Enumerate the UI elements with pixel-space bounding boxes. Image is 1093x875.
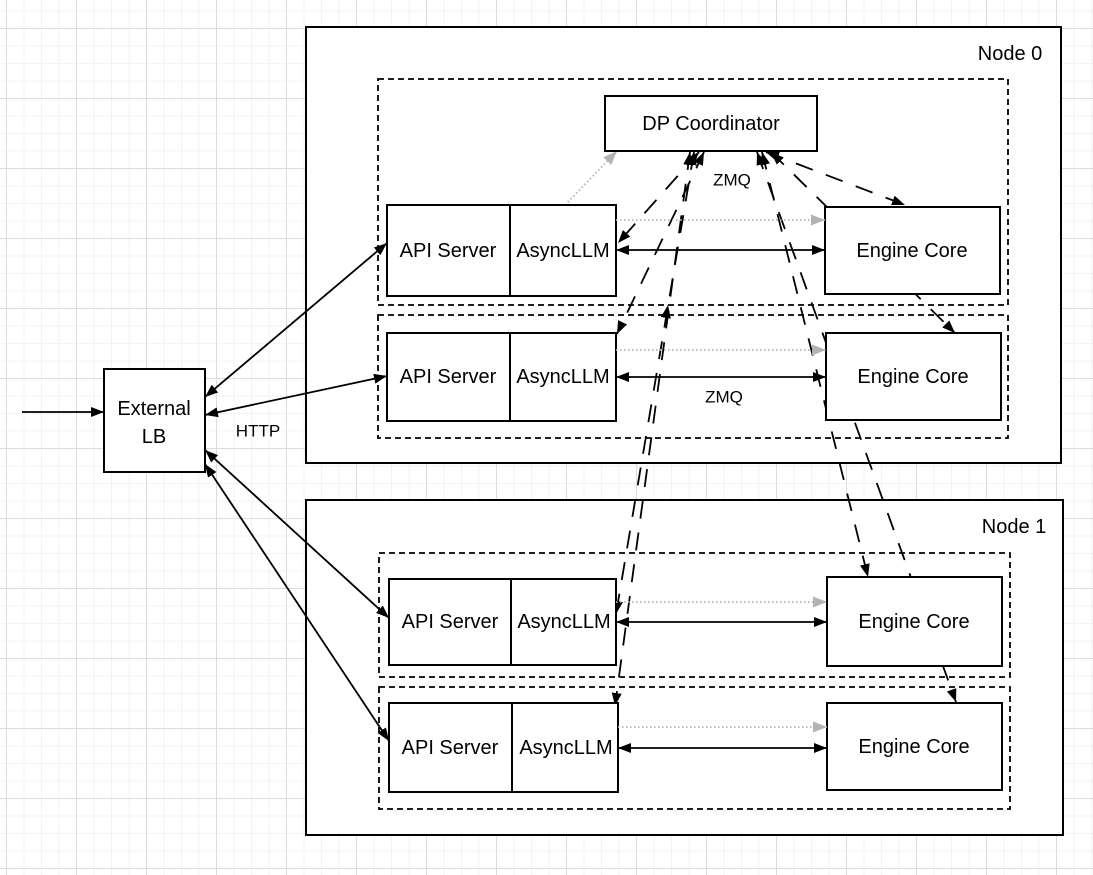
dotted-asyncllm-coordinator — [564, 150, 618, 206]
http-label: HTTP — [236, 422, 280, 441]
api-server-label-n0r2: API Server — [400, 366, 497, 388]
arrow-lb-api-n1r2 — [204, 463, 390, 742]
node0-label: Node 0 — [978, 43, 1043, 65]
api-server-asyncllm-rect — [386, 332, 617, 422]
api-asyncllm-box-n1r1 — [388, 578, 617, 666]
zmq-label-top: ZMQ — [713, 171, 751, 190]
node1-label: Node 1 — [982, 516, 1047, 538]
api-server-asyncllm-rect — [386, 204, 617, 297]
asyncllm-label-n1r2: AsyncLLM — [519, 737, 612, 759]
engine-core-box-n1r2 — [826, 702, 1003, 791]
asyncllm-label-n1r1: AsyncLLM — [517, 611, 610, 633]
engine-core-label-n0r1: Engine Core — [856, 240, 967, 262]
engine-core-label-n1r2: Engine Core — [858, 736, 969, 758]
dp-coordinator-box — [604, 95, 818, 152]
dashed-coordinator-asyncllm-n1r2 — [611, 151, 694, 707]
engine-core-label-n1r1: Engine Core — [858, 611, 969, 633]
arrow-lb-api-n0r1 — [204, 242, 388, 398]
api-asyncllm-box-n1r2 — [388, 702, 619, 793]
arrow-lb-api-n0r2 — [204, 373, 388, 418]
dashed-group-node1-row2 — [378, 686, 1011, 810]
dashed-mid-arrowhead — [660, 305, 671, 319]
api-server-label-n0r1: API Server — [400, 240, 497, 262]
external-lb-label-line2: LB — [142, 426, 166, 448]
api-asyncllm-box-n0r1 — [386, 204, 617, 297]
external-lb-label-line1: External — [117, 398, 190, 420]
zmq-label-bottom: ZMQ — [705, 388, 743, 407]
engine-core-box-n0r2 — [825, 332, 1002, 421]
engine-core-box-n0r1 — [824, 206, 1001, 295]
external-lb-box — [103, 368, 206, 473]
engine-core-label-n0r2: Engine Core — [857, 366, 968, 388]
api-server-asyncllm-rect — [388, 578, 617, 666]
asyncllm-label-n0r1: AsyncLLM — [516, 240, 609, 262]
api-asyncllm-box-n0r2 — [386, 332, 617, 422]
engine-core-box-n1r1 — [826, 576, 1003, 667]
dp-coordinator-label: DP Coordinator — [642, 113, 780, 135]
api-server-label-n1r2: API Server — [402, 737, 499, 759]
api-server-label-n1r1: API Server — [402, 611, 499, 633]
asyncllm-label-n0r2: AsyncLLM — [516, 366, 609, 388]
api-server-asyncllm-rect — [388, 702, 619, 793]
